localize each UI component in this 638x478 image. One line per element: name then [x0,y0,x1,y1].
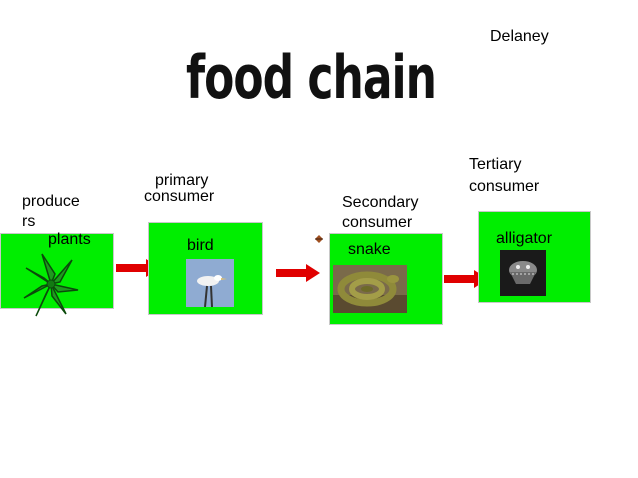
stage-2-role-line1: primary [155,172,209,189]
stage-3-organism: snake [348,241,391,258]
stage-1-role-line2: rs [22,213,36,230]
arrow-2 [276,264,320,282]
stage-2-organism: bird [187,237,214,254]
stage-2-role-line2: consumer [144,188,215,205]
leaf-icon [315,235,323,243]
stage-4-role-line2: consumer [469,178,540,195]
stage-4-role-line1: Tertiary [469,156,522,173]
stage-3-role-line1: Secondary [342,194,419,211]
plant-icon [23,253,79,317]
stage-1-organism: plants [48,231,91,248]
snake-photo [333,265,407,313]
author-name: Delaney [490,28,549,45]
stage-1-role-line1: produce [22,193,80,210]
stage-4-organism: alligator [496,230,553,247]
page-title: food chain [186,44,437,113]
alligator-photo [500,250,546,296]
stage-3-role-line2: consumer [342,214,413,231]
bird-photo [186,259,234,307]
